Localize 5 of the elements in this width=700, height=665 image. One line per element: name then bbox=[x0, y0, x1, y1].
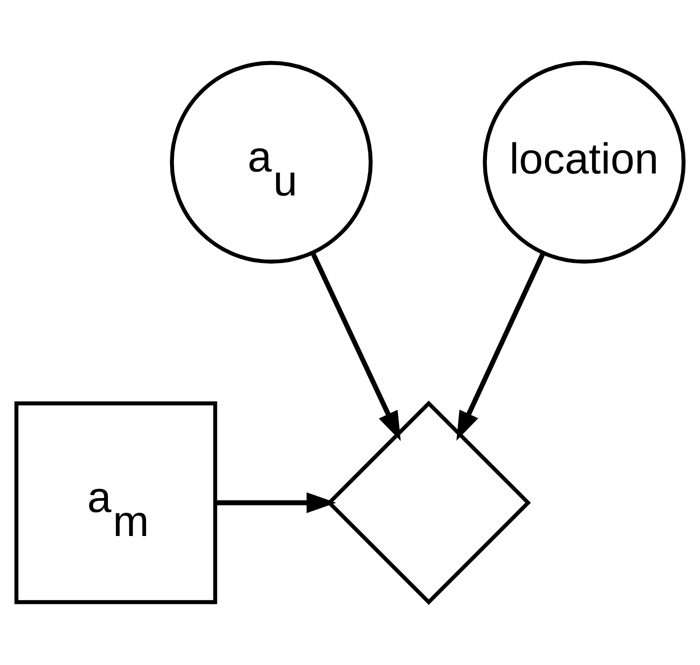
arrow bbox=[215, 492, 336, 514]
arrow bbox=[456, 252, 546, 441]
arrow bbox=[310, 252, 401, 441]
node-diamond bbox=[326, 400, 531, 605]
node-circle: location bbox=[482, 60, 686, 264]
